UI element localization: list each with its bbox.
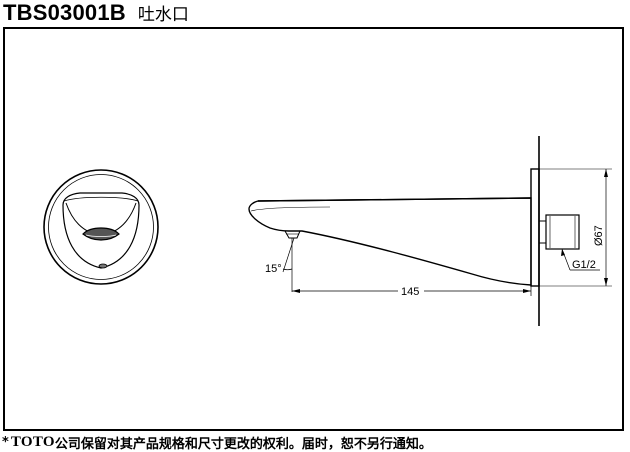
spout-body — [248, 197, 532, 286]
footnote-star: * — [2, 435, 9, 450]
diameter-dimension — [539, 168, 612, 287]
logo-mark — [98, 263, 108, 269]
diameter-label: Ø67 — [593, 225, 605, 246]
diameter-arrow-bottom — [604, 278, 608, 286]
length-label: 145 — [401, 286, 419, 298]
length-arrow-left — [292, 289, 300, 293]
drawing-title: TBS03001B 吐水口 — [3, 0, 189, 28]
angle-label: 15° — [265, 263, 282, 275]
diameter-arrow-top — [604, 169, 608, 177]
footer-notice: * TOTO 公司保留对其产品规格和尺寸更改的权利。届时，恕不另行通知。 — [2, 433, 432, 452]
angle-arc — [282, 268, 293, 271]
spout-face-outline — [62, 192, 140, 269]
spout-top-edge — [257, 197, 532, 202]
thread-connector — [545, 214, 580, 250]
outlet-opening — [82, 227, 120, 241]
wall-flange — [530, 168, 540, 287]
length-label-bg — [398, 284, 424, 297]
disclaimer-text: 公司保留对其产品规格和尺寸更改的权利。届时，恕不另行通知。 — [54, 437, 432, 452]
connector-neck — [538, 220, 547, 244]
angle-direction-line — [282, 237, 295, 273]
outlet-highlight — [85, 234, 117, 237]
angle-dimension — [282, 237, 295, 292]
drawing-frame — [3, 27, 624, 431]
spout-face-edge — [63, 196, 139, 202]
nozzle — [284, 230, 301, 239]
side-view — [248, 136, 580, 326]
brand-name: TOTO — [10, 434, 55, 450]
front-view-outer-circle — [43, 169, 159, 285]
front-view — [43, 169, 159, 285]
front-view-inner-circle — [48, 174, 154, 280]
product-name: 吐水口 — [137, 5, 189, 25]
spout-highlight — [250, 206, 331, 212]
thread-leader — [561, 248, 600, 271]
length-arrow-right — [523, 289, 531, 293]
thread-label: G1/2 — [572, 259, 596, 271]
model-number: TBS03001B — [3, 0, 126, 25]
thread-leader-arrow — [561, 249, 565, 256]
